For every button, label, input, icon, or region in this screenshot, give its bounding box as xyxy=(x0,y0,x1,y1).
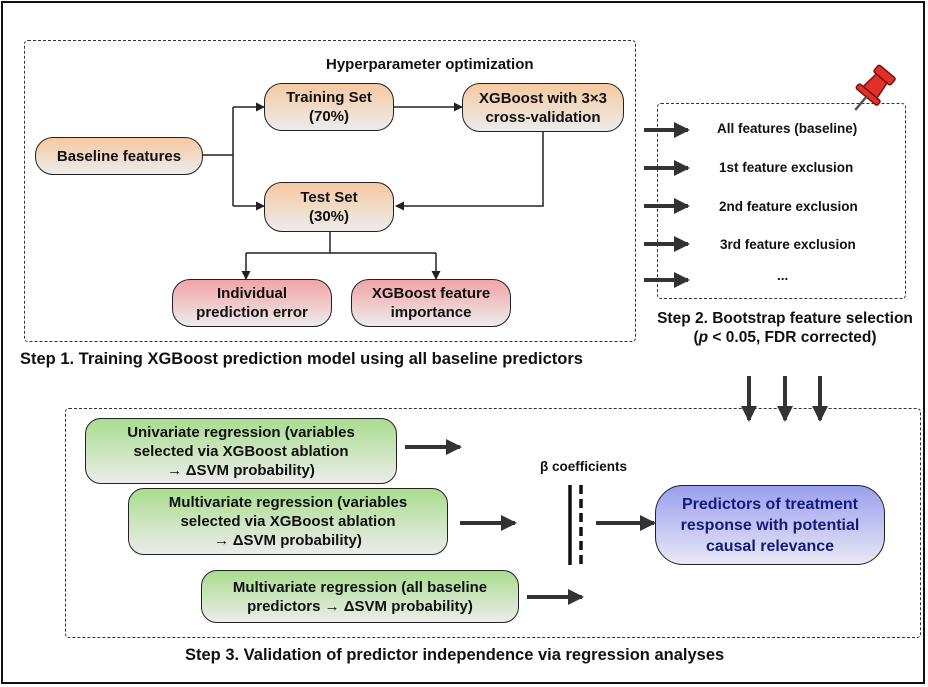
step2-item: 3rd feature exclusion xyxy=(720,237,856,252)
step2-item: ... xyxy=(777,268,789,283)
step2-region xyxy=(657,103,906,299)
pushpin-icon xyxy=(854,64,896,111)
step2-caption-line1: Step 2. Bootstrap feature selection xyxy=(657,310,913,327)
baseline-features-node: Baseline features xyxy=(35,137,203,175)
predictors-output-node: Predictors of treatment response with pot… xyxy=(655,485,885,565)
uni-line1: Univariate regression (variables xyxy=(127,423,355,441)
step1-caption: Step 1. Training XGBoost prediction mode… xyxy=(20,350,583,368)
step2-caption: Step 2. Bootstrap feature selection (p <… xyxy=(646,309,924,347)
step3-region xyxy=(65,408,921,638)
step2-item: 1st feature exclusion xyxy=(719,160,854,175)
training-set-pct: (70%) xyxy=(308,108,349,125)
uni-line3: → ΔSVM probability) xyxy=(167,461,315,479)
multi-line2: selected via XGBoost ablation xyxy=(180,513,396,530)
hyperparam-label: Hyperparameter optimization xyxy=(326,56,534,73)
paren-open: ( xyxy=(693,329,699,346)
pvalue-rest: < 0.05, FDR corrected) xyxy=(708,329,877,346)
test-set-node: Test Set (30%) xyxy=(264,182,394,232)
out-line1: Predictors of treatment xyxy=(681,495,859,513)
beta-coefficients-label: β coefficients xyxy=(540,459,628,474)
training-set-label: Training Set xyxy=(286,89,372,106)
step2-item: All features (baseline) xyxy=(717,121,858,136)
step2-caption-line2: (p < 0.05, FDR corrected) xyxy=(646,328,924,347)
all-line1: Multivariate regression (all baseline xyxy=(232,578,488,596)
prediction-error-line1: Individual xyxy=(216,285,287,302)
prediction-error-line2: prediction error xyxy=(196,304,308,321)
p-symbol: p xyxy=(698,329,709,346)
out-line2: response with potential xyxy=(680,516,860,534)
test-set-label: Test Set xyxy=(300,189,358,206)
baseline-features-label: Baseline features xyxy=(56,147,182,165)
multivariate-selected-node: Multivariate regression (variables select… xyxy=(128,488,448,555)
step1-region xyxy=(24,40,636,342)
step3-caption: Step 3. Validation of predictor independ… xyxy=(185,646,725,664)
out-line3: causal relevance xyxy=(705,537,835,555)
all-line2: predictors → ΔSVM probability) xyxy=(247,597,473,615)
feature-importance-line2: importance xyxy=(390,304,472,321)
prediction-error-node: Individual prediction error xyxy=(172,279,332,327)
xgboost-cv-line2: cross-validation xyxy=(485,108,601,126)
uni-line2: selected via XGBoost ablation xyxy=(133,442,349,460)
multi-line1: Multivariate regression (variables xyxy=(168,494,408,511)
feature-importance-node: XGBoost feature importance xyxy=(351,279,511,327)
step2-item: 2nd feature exclusion xyxy=(719,199,858,214)
test-set-pct: (30%) xyxy=(308,208,349,225)
training-set-node: Training Set (70%) xyxy=(264,83,394,131)
multi-line3: → ΔSVM probability) xyxy=(214,532,362,549)
xgboost-cv-line1: XGBoost with 3×3 xyxy=(479,89,607,107)
feature-importance-line1: XGBoost feature xyxy=(371,285,491,302)
